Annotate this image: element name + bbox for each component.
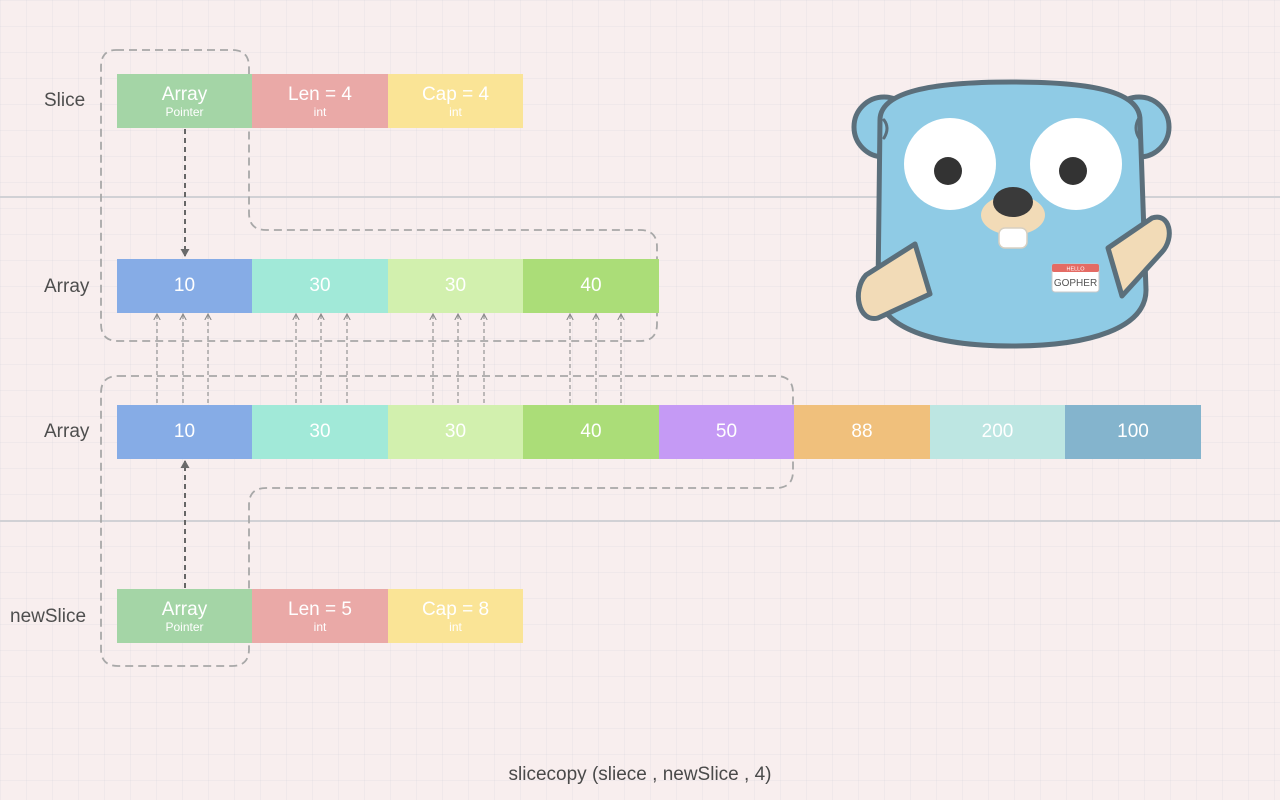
array-top-cell: 10 xyxy=(117,259,252,313)
newslice-highlight-outline xyxy=(100,375,794,667)
cell-value: 200 xyxy=(981,421,1014,442)
gopher-ear-inner-left xyxy=(882,118,889,140)
cell-subtitle: Pointer xyxy=(165,619,204,634)
array-bottom-cell: 100 xyxy=(1065,405,1201,459)
array-bottom-cell: 88 xyxy=(794,405,930,459)
array-top-cell: 40 xyxy=(523,259,659,313)
cell-value: 10 xyxy=(173,421,196,442)
slice-highlight-outline xyxy=(100,49,658,342)
cell-subtitle: int xyxy=(313,619,327,634)
gopher-nose xyxy=(993,187,1033,217)
cell-title: Len = 5 xyxy=(288,598,352,620)
cell-title: Cap = 4 xyxy=(421,83,490,105)
cell-title: Len = 4 xyxy=(288,83,352,105)
badge-top-text: HELLO xyxy=(1066,267,1085,273)
separator-line-bottom xyxy=(0,520,1280,522)
cell-value: 88 xyxy=(851,421,873,442)
gopher-ear-inner-right xyxy=(1134,116,1141,140)
cell-value: 30 xyxy=(309,275,331,296)
newslice-cap-cell: Cap = 8 int xyxy=(388,589,523,643)
cell-subtitle: Pointer xyxy=(165,104,204,119)
cell-subtitle: int xyxy=(449,104,462,119)
array-top-cell: 30 xyxy=(388,259,523,313)
array-bottom-cell: 30 xyxy=(252,405,388,459)
slice-label: Slice xyxy=(44,90,86,111)
separator-line-top xyxy=(0,196,1280,198)
cell-value: 30 xyxy=(309,421,331,442)
cell-title: Array xyxy=(161,83,208,105)
cell-title: Array xyxy=(161,598,208,620)
cell-value: 40 xyxy=(580,421,602,442)
cell-subtitle: int xyxy=(449,619,462,634)
slice-pointer-cell: Array Pointer xyxy=(117,74,252,128)
array-bottom-cell: 10 xyxy=(117,405,252,459)
cell-value: 100 xyxy=(1117,421,1149,442)
copy-arrows xyxy=(157,315,621,403)
cell-value: 30 xyxy=(444,275,467,296)
array-bottom-cell: 40 xyxy=(523,405,659,459)
newslice-pointer-cell: Array Pointer xyxy=(117,589,252,643)
array-top-label: Array xyxy=(44,276,90,297)
cell-value: 40 xyxy=(580,275,602,296)
array-bottom-cell: 50 xyxy=(659,405,794,459)
gopher-arm-left xyxy=(855,241,933,321)
gopher-tooth xyxy=(998,227,1028,249)
array-top-cell: 30 xyxy=(252,259,388,313)
array-bottom-cell: 200 xyxy=(930,405,1065,459)
gopher-mascot: HELLO GOPHER xyxy=(851,79,1172,349)
newslice-len-cell: Len = 5 int xyxy=(252,589,388,643)
badge-name-text: GOPHER xyxy=(1054,278,1097,289)
array-bottom-label: Array xyxy=(44,421,90,442)
array-bottom-cell: 30 xyxy=(388,405,523,459)
gopher-pupil-right xyxy=(1059,157,1087,185)
cell-value: 50 xyxy=(715,421,738,442)
gopher-pupil-left xyxy=(934,157,962,185)
gopher-arm-right xyxy=(1105,214,1172,299)
cell-title: Cap = 8 xyxy=(421,598,490,620)
cell-subtitle: int xyxy=(313,104,327,119)
newslice-label: newSlice xyxy=(10,606,87,627)
cell-value: 30 xyxy=(444,421,467,442)
slice-cap-cell: Cap = 4 int xyxy=(388,74,523,128)
slice-len-cell: Len = 4 int xyxy=(252,74,388,128)
cell-value: 10 xyxy=(173,275,196,296)
gopher-name-badge: HELLO GOPHER xyxy=(1051,263,1100,293)
diagram-caption: slicecopy (sliece , newSlice , 4) xyxy=(508,764,772,785)
